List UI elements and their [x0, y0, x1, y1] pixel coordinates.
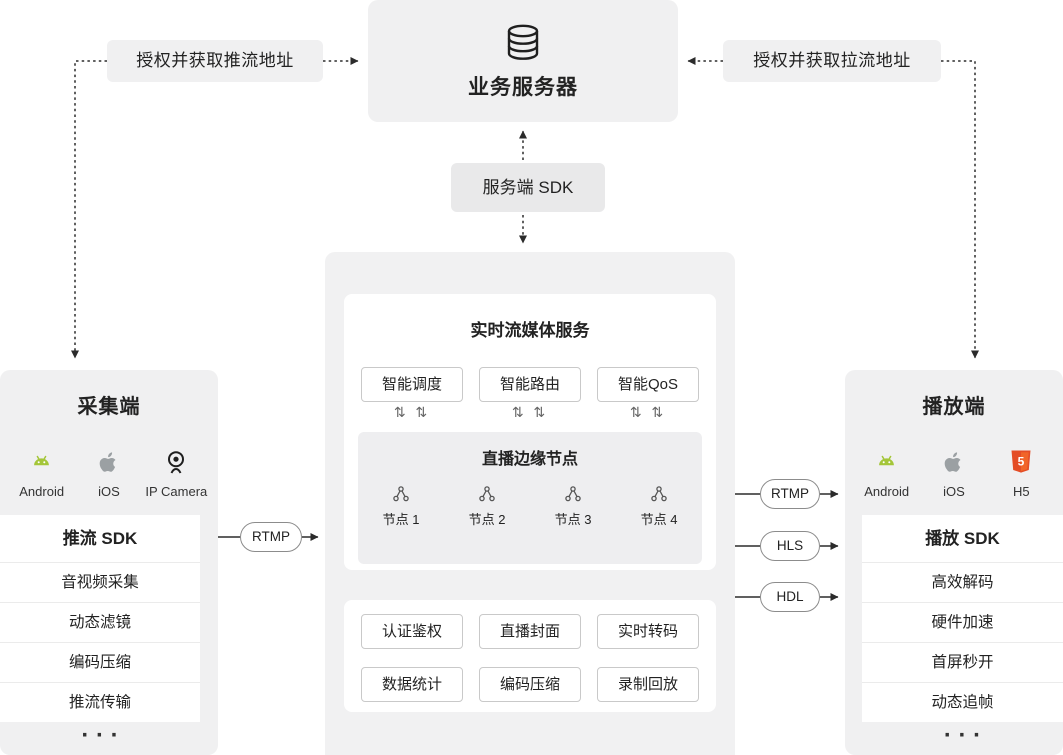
edge-node: 节点 4	[627, 485, 691, 528]
database-icon	[507, 24, 539, 60]
pull-rtmp-badge: RTMP	[760, 479, 820, 509]
media-service-title: 实时流媒体服务	[470, 321, 590, 340]
player-panel: 播放端 Android i	[845, 370, 1063, 755]
platform-android: Android	[8, 447, 75, 499]
platform-label: iOS	[943, 484, 965, 499]
platform-android: Android	[853, 447, 920, 499]
platform-h5: 5 H5	[988, 447, 1055, 499]
node-label: 节点 3	[554, 512, 592, 527]
edge-nodes-row: 节点 1 节点 2 节点 3	[358, 485, 702, 528]
smart-module-qos: 智能QoS	[597, 367, 699, 402]
capture-feature: 推流传输	[68, 694, 131, 711]
apple-icon	[97, 447, 120, 475]
node-label: 节点 2	[468, 512, 506, 527]
platform-ip-camera: IP Camera	[143, 447, 210, 499]
push-sdk-title: 推流 SDK	[0, 515, 200, 563]
android-icon	[28, 447, 55, 475]
sync-arrows-row: ⇅ ⇅ ⇅ ⇅ ⇅ ⇅	[344, 404, 716, 424]
media-service-features-box: 认证鉴权 直播封面 实时转码 数据统计 编码压缩 录制回放	[344, 600, 716, 712]
svg-text:5: 5	[1018, 455, 1025, 469]
capture-panel-title: 采集端	[77, 396, 141, 418]
features-row-2: 数据统计 编码压缩 录制回放	[344, 667, 716, 702]
server-sdk-box: 服务端 SDK	[451, 163, 605, 212]
player-sdk-title: 播放 SDK	[862, 515, 1063, 563]
arrow-auth-push-to-capture	[71, 60, 107, 359]
capture-panel: 采集端 Android i	[0, 370, 218, 755]
edge-node: 节点 3	[541, 485, 605, 528]
capture-platforms: Android iOS	[0, 447, 218, 499]
player-panel-title: 播放端	[922, 396, 986, 418]
business-server-box: 业务服务器	[368, 0, 678, 122]
player-platforms: Android iOS 5	[845, 447, 1063, 499]
feature-live-cover: 直播封面	[479, 614, 581, 649]
auth-push-label: 授权并获取推流地址	[107, 40, 323, 82]
smart-modules-row: 智能调度 智能路由 智能QoS	[344, 367, 716, 402]
capture-feature: 音视频采集	[0, 563, 200, 603]
android-icon	[873, 447, 900, 475]
platform-label: iOS	[98, 484, 120, 499]
edge-node: 节点 1	[369, 485, 433, 528]
node-icon	[565, 486, 581, 502]
platform-ios: iOS	[75, 447, 142, 499]
platform-label: Android	[19, 484, 65, 499]
edge-node: 节点 2	[455, 485, 519, 528]
more-ellipsis: · · ·	[81, 722, 119, 749]
feature-realtime-transcode: 实时转码	[597, 614, 699, 649]
platform-label: IP Camera	[145, 484, 208, 499]
node-icon	[393, 486, 409, 502]
player-feature: 动态追帧	[931, 694, 994, 711]
features-row-1: 认证鉴权 直播封面 实时转码	[344, 614, 716, 649]
edge-nodes-title: 直播边缘节点	[481, 451, 578, 468]
capture-feature: 编码压缩	[0, 643, 200, 683]
smart-module-scheduling: 智能调度	[361, 367, 463, 402]
node-icon	[651, 486, 667, 502]
edge-nodes-box: 直播边缘节点 节点 1 节点 2	[358, 432, 702, 564]
player-sdk-block: 播放 SDK 高效解码 硬件加速 首屏秒开 动态追帧	[862, 515, 1063, 722]
node-label: 节点 1	[382, 512, 420, 527]
auth-pull-label: 授权并获取拉流地址	[723, 40, 941, 82]
player-feature: 高效解码	[862, 563, 1063, 603]
player-feature: 首屏秒开	[862, 643, 1063, 683]
push-sdk-block: 推流 SDK 音视频采集 动态滤镜 编码压缩 推流传输	[0, 515, 200, 722]
node-icon	[479, 486, 495, 502]
platform-label: Android	[864, 484, 910, 499]
media-service-panel: 实时流媒体服务 智能调度 智能路由 智能QoS ⇅ ⇅ ⇅ ⇅ ⇅ ⇅ 直播边缘…	[325, 252, 735, 755]
media-service-core-box: 实时流媒体服务 智能调度 智能路由 智能QoS ⇅ ⇅ ⇅ ⇅ ⇅ ⇅ 直播边缘…	[344, 294, 716, 570]
node-label: 节点 4	[640, 512, 678, 527]
player-feature: 硬件加速	[862, 603, 1063, 643]
platform-ios: iOS	[920, 447, 987, 499]
sync-arrows-icon: ⇅ ⇅	[511, 404, 549, 420]
apple-icon	[942, 447, 965, 475]
platform-label: H5	[1013, 484, 1030, 499]
arrow-auth-pull-to-player	[941, 60, 979, 359]
feature-record-playback: 录制回放	[597, 667, 699, 702]
capture-feature: 动态滤镜	[0, 603, 200, 643]
server-title: 业务服务器	[468, 76, 578, 99]
pull-hdl-badge: HDL	[760, 582, 820, 612]
more-ellipsis: · · ·	[943, 722, 982, 749]
smart-module-routing: 智能路由	[479, 367, 581, 402]
feature-data-stats: 数据统计	[361, 667, 463, 702]
html5-icon: 5	[1009, 447, 1033, 475]
pull-hls-badge: HLS	[760, 531, 820, 561]
push-rtmp-badge: RTMP	[240, 522, 302, 552]
ip-camera-icon	[164, 447, 188, 475]
sync-arrows-icon: ⇅ ⇅	[393, 404, 431, 420]
sync-arrows-icon: ⇅ ⇅	[629, 404, 667, 420]
feature-auth: 认证鉴权	[361, 614, 463, 649]
feature-encode-compress: 编码压缩	[479, 667, 581, 702]
